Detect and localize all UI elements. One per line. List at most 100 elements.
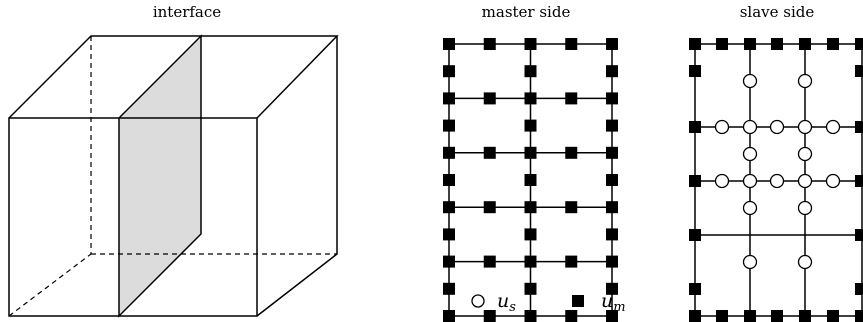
slave-boundary-node	[827, 38, 839, 50]
master-node	[524, 65, 537, 78]
slave-node	[769, 173, 785, 189]
master-node	[606, 38, 618, 50]
master-node	[443, 201, 455, 214]
master-node	[565, 38, 578, 50]
slave-node	[797, 119, 813, 135]
slave-boundary-node	[689, 38, 701, 50]
slave-boundary-node	[716, 310, 728, 322]
slave-boundary-node	[689, 65, 701, 77]
slave-node	[825, 119, 841, 135]
slave-node	[714, 119, 730, 135]
slave-boundary-node	[855, 229, 863, 241]
master-title: master side	[482, 3, 571, 21]
master-node	[483, 255, 496, 268]
master-node	[524, 255, 537, 268]
master-node	[565, 92, 578, 105]
interface-title: interface	[153, 3, 221, 21]
master-node	[443, 65, 455, 78]
slave-node	[742, 200, 758, 216]
master-node	[524, 146, 537, 159]
slave-boundary-node	[689, 310, 701, 322]
slave-boundary-node	[771, 38, 783, 50]
slave-boundary-node	[799, 38, 811, 50]
slave-boundary-node	[771, 310, 783, 322]
master-node	[483, 92, 496, 105]
cube-front-face	[8, 117, 258, 317]
slave-node	[769, 119, 785, 135]
slave-node	[797, 173, 813, 189]
slave-boundary-node	[689, 175, 701, 187]
master-node	[524, 201, 537, 214]
master-node	[565, 310, 578, 322]
slave-node	[797, 146, 813, 162]
master-node	[606, 146, 618, 159]
slave-node	[797, 200, 813, 216]
master-node	[443, 310, 455, 322]
slave-node	[797, 73, 813, 89]
slave-node	[742, 254, 758, 270]
slave-node	[742, 73, 758, 89]
legend-slave-label: us	[497, 290, 516, 315]
master-node	[443, 174, 455, 186]
master-node	[606, 282, 618, 295]
slave-boundary-node	[827, 310, 839, 322]
master-node	[565, 146, 578, 159]
hidden-edge-depth-bottom-left	[8, 253, 92, 317]
master-node	[606, 92, 618, 105]
slave-boundary-node	[855, 283, 863, 295]
master-node	[524, 228, 537, 241]
master-node	[524, 174, 537, 186]
slave-node	[742, 173, 758, 189]
master-node	[524, 310, 537, 322]
interface-panel: interface	[8, 3, 339, 318]
master-node	[606, 174, 618, 186]
master-panel: master side	[443, 3, 618, 322]
master-node	[524, 92, 537, 105]
slave-boundary-node	[855, 121, 863, 133]
master-node	[524, 282, 537, 295]
slave-node	[742, 146, 758, 162]
master-node	[606, 310, 618, 322]
master-node	[606, 65, 618, 78]
slave-boundary-node	[689, 283, 701, 295]
master-node	[443, 92, 455, 105]
slave-boundary-node	[855, 175, 863, 187]
master-node	[606, 201, 618, 214]
slave-boundary-node	[855, 310, 863, 322]
master-node	[443, 282, 455, 295]
master-node	[483, 38, 496, 50]
legend-slave-node-icon	[471, 294, 485, 308]
slave-node	[742, 119, 758, 135]
master-node	[483, 201, 496, 214]
slave-boundary-node	[689, 229, 701, 241]
master-node	[524, 119, 537, 132]
master-node	[443, 119, 455, 132]
legend: us um	[471, 290, 626, 315]
slave-title: slave side	[740, 3, 815, 21]
legend-master-node-icon	[572, 295, 584, 307]
slave-node	[714, 173, 730, 189]
slave-boundary-node	[716, 38, 728, 50]
master-nodes	[443, 38, 618, 322]
slave-panel: slave side	[689, 3, 863, 322]
master-node	[443, 255, 455, 268]
slave-boundary-node	[744, 310, 756, 322]
master-node	[443, 146, 455, 159]
cube-top-face	[8, 35, 339, 119]
master-node	[483, 310, 496, 322]
master-node	[606, 255, 618, 268]
slave-node	[797, 254, 813, 270]
legend-master-label: um	[601, 290, 626, 315]
slave-boundary-node	[855, 38, 863, 50]
master-node	[565, 255, 578, 268]
slave-boundary-node	[744, 38, 756, 50]
interface-plane	[118, 34, 202, 318]
slave-node	[825, 173, 841, 189]
master-node	[483, 146, 496, 159]
master-node	[565, 201, 578, 214]
master-node	[443, 228, 455, 241]
slave-boundary-node	[799, 310, 811, 322]
master-node	[606, 119, 618, 132]
master-node	[443, 38, 455, 50]
